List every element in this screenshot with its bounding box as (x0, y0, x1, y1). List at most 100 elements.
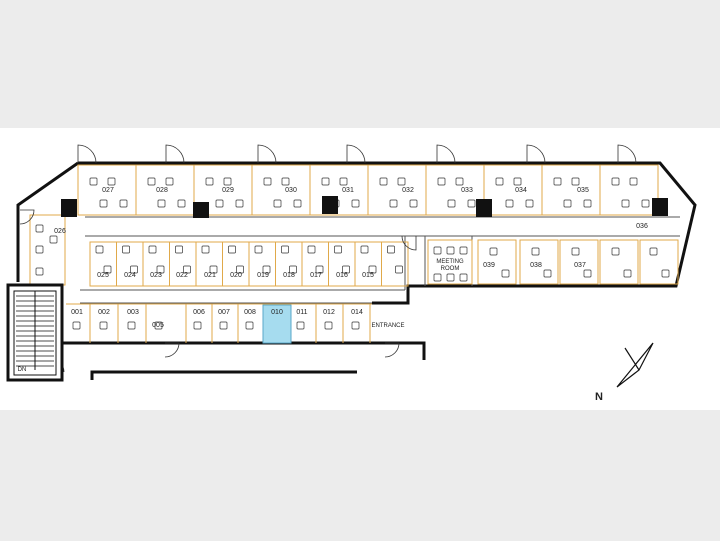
top-margin (0, 0, 720, 128)
room-label-011: 011 (296, 309, 307, 316)
chair (103, 265, 112, 274)
room-label-024: 024 (124, 272, 136, 279)
column (322, 196, 338, 214)
chair (351, 321, 360, 330)
cubicle-block (483, 164, 543, 216)
chair (201, 245, 210, 254)
chair (177, 199, 186, 208)
chair (119, 199, 128, 208)
chair (339, 177, 348, 186)
chair (397, 177, 406, 186)
room-label-020: 020 (230, 272, 242, 279)
cubicle-block (309, 164, 369, 216)
room-label-036: 036 (636, 223, 648, 230)
chair (228, 245, 236, 254)
door-swing (77, 144, 97, 164)
chair (360, 245, 369, 254)
cubicle-block (251, 164, 311, 216)
room-label-017: 017 (310, 272, 322, 279)
room-label-030: 030 (285, 187, 297, 194)
chair (611, 177, 620, 186)
door-swing (19, 209, 35, 225)
chair (273, 199, 282, 208)
cubicle-block (425, 164, 485, 216)
room-label-014: 014 (351, 309, 363, 316)
entrance-label: ENTRANCE (371, 323, 404, 329)
chair (147, 177, 156, 186)
chair (215, 199, 224, 208)
chair (321, 177, 330, 186)
chair (263, 177, 272, 186)
chair (236, 265, 244, 274)
bottom-margin (0, 410, 720, 541)
north-arrow (616, 342, 654, 388)
chair (35, 267, 44, 276)
chair (543, 269, 552, 278)
chair (553, 177, 562, 186)
chair (95, 245, 104, 254)
desk-cluster (639, 239, 679, 285)
cubicle-block (541, 164, 601, 216)
chair (433, 246, 442, 255)
chair (351, 199, 360, 208)
highlighted-office-010[interactable] (262, 304, 292, 344)
door-swing (617, 144, 637, 164)
room-label-031: 031 (342, 187, 354, 194)
chair (531, 247, 540, 256)
room-label-003: 003 (127, 309, 139, 316)
chair (621, 199, 630, 208)
chair (379, 177, 388, 186)
room-label-029: 029 (222, 187, 234, 194)
chair (209, 265, 218, 274)
chair (107, 177, 116, 186)
chair (315, 265, 324, 274)
chair (513, 177, 522, 186)
chair (156, 265, 165, 274)
room-label-019: 019 (257, 272, 269, 279)
room-label-038: 038 (530, 262, 542, 269)
chair (281, 177, 290, 186)
chair (611, 247, 620, 256)
chair (235, 199, 244, 208)
desk-partitions (29, 164, 679, 343)
room-label-021: 021 (204, 272, 216, 279)
chair (467, 199, 476, 208)
chair (293, 199, 302, 208)
room-label-026: 026 (54, 228, 66, 235)
chair (623, 269, 632, 278)
door-swing (346, 144, 366, 164)
staircase (6, 283, 64, 382)
room-label-005: 005 (152, 322, 164, 329)
cubicle-block (599, 164, 659, 216)
chair (433, 273, 442, 282)
chair (183, 265, 191, 274)
chair (437, 177, 446, 186)
room-label-001: 001 (71, 309, 83, 316)
chair (35, 245, 44, 254)
room-label-028: 028 (156, 187, 168, 194)
door-swing (401, 235, 417, 251)
chair (583, 269, 592, 278)
chair (154, 321, 163, 330)
desk-cluster (599, 239, 639, 285)
door-swing (165, 144, 185, 164)
chair (334, 245, 342, 254)
chair (583, 199, 592, 208)
north-label: N (595, 391, 603, 403)
room-label-015: 015 (362, 272, 374, 279)
room-label-002: 002 (98, 309, 110, 316)
chair (368, 265, 377, 274)
chair (254, 245, 263, 254)
chair (525, 199, 534, 208)
chair (447, 199, 456, 208)
chair (489, 247, 498, 256)
columns (61, 196, 668, 218)
chair (122, 245, 130, 254)
chair (127, 321, 136, 330)
chair (193, 321, 202, 330)
desk-cluster (381, 241, 409, 287)
chair (641, 199, 650, 208)
